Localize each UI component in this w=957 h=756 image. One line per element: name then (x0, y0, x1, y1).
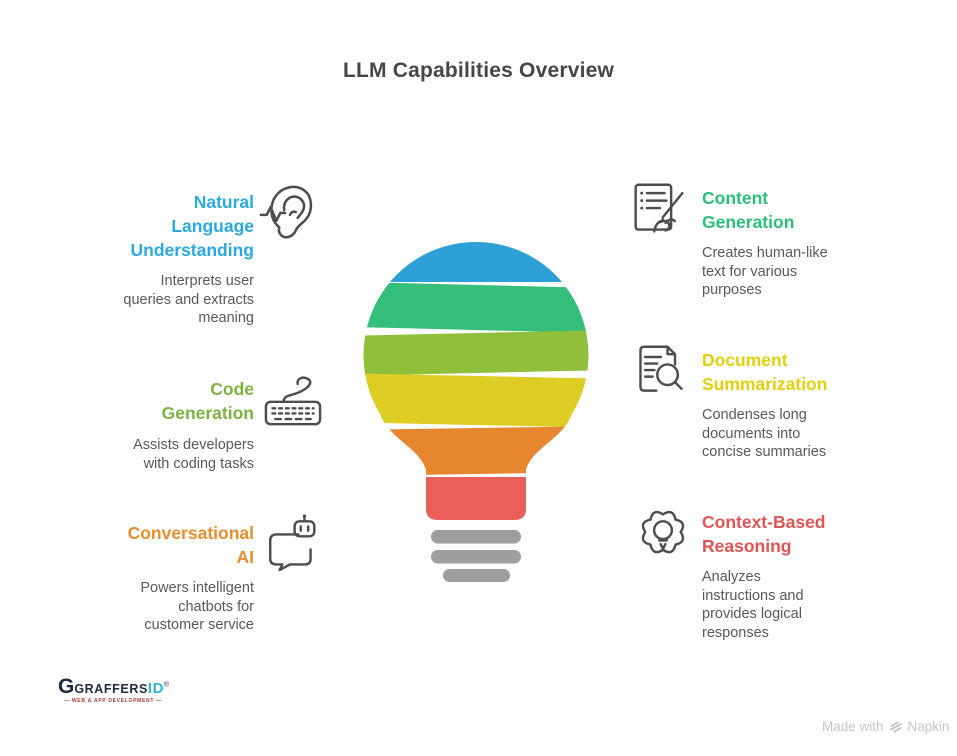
capability-desc-content-generation: Creates human-like text for various purp… (702, 245, 828, 298)
capability-title-nlu: Natural Language Understanding (130, 192, 254, 260)
capability-desc-nlu: Interprets user queries and extracts mea… (123, 273, 254, 326)
napkin-logo-icon (889, 721, 902, 732)
capability-desc-context-based-reasoning: Analyzes instructions and provides logic… (702, 569, 804, 641)
bulb-stripe-red (363, 477, 589, 521)
capability-desc-code-generation: Assists developers with coding tasks (133, 437, 254, 472)
bulb-base-bar (443, 569, 510, 582)
capability-title-content-generation: Content Generation (702, 188, 795, 232)
logo-tagline: — WEB & APP DEVELOPMENT — (64, 698, 162, 704)
keyboard-icon (264, 376, 322, 426)
document-magnifier-icon (639, 345, 683, 392)
credit-brand: Napkin (907, 719, 950, 734)
capability-title-code-generation: Code Generation (161, 379, 254, 423)
capability-desc-conversational-ai: Powers intelligent chatbots for customer… (140, 580, 254, 633)
capability-title-document-summarization: Document Summarization (702, 350, 828, 394)
logo-letter-g: G (58, 675, 75, 698)
page-title: LLM Capabilities Overview (342, 59, 615, 82)
made-with-napkin-link[interactable]: Made with Napkin (822, 719, 950, 734)
bulb-stripe-green (363, 281, 589, 334)
lightbulb-graphic (363, 241, 589, 582)
bulb-base-bar (431, 530, 521, 544)
bulb-base-bar (431, 550, 521, 564)
bulb-stripe-yellow (363, 373, 589, 428)
ear-icon (259, 185, 313, 239)
logo-brand-suffix: ID (147, 680, 164, 697)
gear-bulb-icon (641, 510, 685, 554)
chat-robot-icon (269, 514, 316, 571)
logo-brand-text: GRAFFERS (74, 682, 148, 696)
bulb-stripe-blue (363, 241, 589, 282)
capability-desc-document-summarization: Condenses long documents into concise su… (702, 407, 827, 460)
bulb-stripe-orange (363, 425, 589, 477)
bulb-stripe-lime (363, 329, 589, 377)
credit-prefix: Made with (822, 719, 884, 734)
graffersid-logo: GGRAFFERSID® — WEB & APP DEVELOPMENT — (58, 675, 170, 704)
capability-title-conversational-ai: Conversational AI (127, 523, 254, 567)
registered-trademark-symbol: ® (163, 681, 170, 689)
document-pen-icon (634, 183, 684, 233)
capability-title-context-based-reasoning: Context-Based Reasoning (702, 512, 826, 556)
